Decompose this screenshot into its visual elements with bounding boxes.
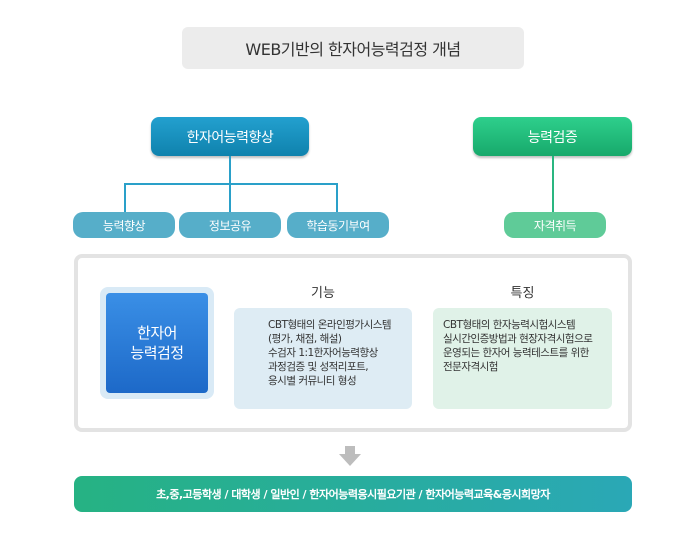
function-line: 응시별 커뮤니티 형성 xyxy=(268,375,357,387)
sub-node-certification: 자격취득 xyxy=(504,212,606,238)
down-arrow-icon xyxy=(339,446,361,466)
function-box: CBT형태의 온라인평가시스템 (평가, 채점, 해설) 수검자 1:1한자어능… xyxy=(234,308,412,409)
feature-line: 실시간인증방법과 현장자격시험으로 xyxy=(443,333,593,345)
center-badge: 한자어 능력검정 xyxy=(106,293,208,393)
sub-node-info-sharing: 정보공유 xyxy=(179,212,281,238)
connector-line xyxy=(229,156,231,184)
function-heading: 기능 xyxy=(311,286,335,301)
diagram-title: WEB기반의 한자어능력검정 개념 xyxy=(182,27,524,69)
node-ability-verification: 능력검증 xyxy=(473,117,632,156)
connector-line xyxy=(229,183,231,212)
feature-box: CBT형태의 한자능력시험시스템 실시간인증방법과 현장자격시험으로 운영되는 … xyxy=(433,308,612,409)
function-line: 과정검증 및 성적리포트, xyxy=(268,361,369,373)
connector-line xyxy=(336,183,338,212)
feature-line: 운영되는 한자어 능력테스트를 위한 xyxy=(443,347,589,359)
connector-line xyxy=(124,183,338,185)
sub-node-learning-motivation: 학습동기부여 xyxy=(287,212,389,238)
target-audience-bar: 초,중,고등학생 / 대학생 / 일반인 / 한자어능력응시필요기관 / 한자어… xyxy=(74,476,632,512)
function-line: 수검자 1:1한자어능력향상 xyxy=(268,347,378,359)
badge-line-1: 한자어 xyxy=(137,324,177,342)
connector-line xyxy=(552,156,554,212)
connector-line xyxy=(124,183,126,212)
function-line: CBT형태의 온라인평가시스템 xyxy=(268,319,392,331)
badge-line-2: 능력검정 xyxy=(130,344,184,362)
feature-line: 전문자격시험 xyxy=(443,361,498,373)
feature-heading: 특징 xyxy=(510,286,535,301)
node-hanja-improvement: 한자어능력향상 xyxy=(151,117,309,156)
function-line: (평가, 채점, 해설) xyxy=(268,333,342,345)
sub-node-ability-improvement: 능력향상 xyxy=(73,212,175,238)
feature-line: CBT형태의 한자능력시험시스템 xyxy=(443,319,576,331)
